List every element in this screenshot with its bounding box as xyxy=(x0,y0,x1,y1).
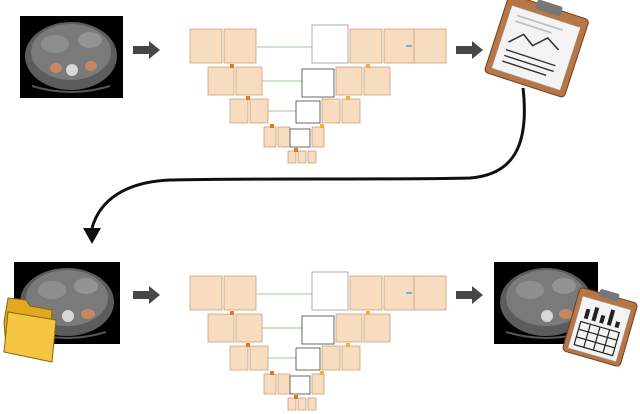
row-training xyxy=(20,0,589,164)
kidney-right xyxy=(85,61,97,71)
kidney-right xyxy=(559,309,573,319)
clipboard-bar-chart-icon xyxy=(562,287,638,367)
arrow-icon xyxy=(456,41,483,59)
arrow-icon xyxy=(133,286,160,304)
row-inference xyxy=(3,262,638,411)
unet-network-1 xyxy=(189,24,447,164)
unet-network-2 xyxy=(189,271,447,411)
arrow-icon xyxy=(133,41,160,59)
feedback-curved-arrow xyxy=(90,87,526,229)
arrow-icon xyxy=(456,286,483,304)
arrowhead-icon xyxy=(83,228,101,244)
ct-scan-input-1 xyxy=(20,16,123,98)
clipboard-line-chart-icon xyxy=(484,0,589,98)
kidney-right xyxy=(81,309,95,319)
folder-icon xyxy=(3,297,57,363)
kidney-left xyxy=(50,63,62,73)
